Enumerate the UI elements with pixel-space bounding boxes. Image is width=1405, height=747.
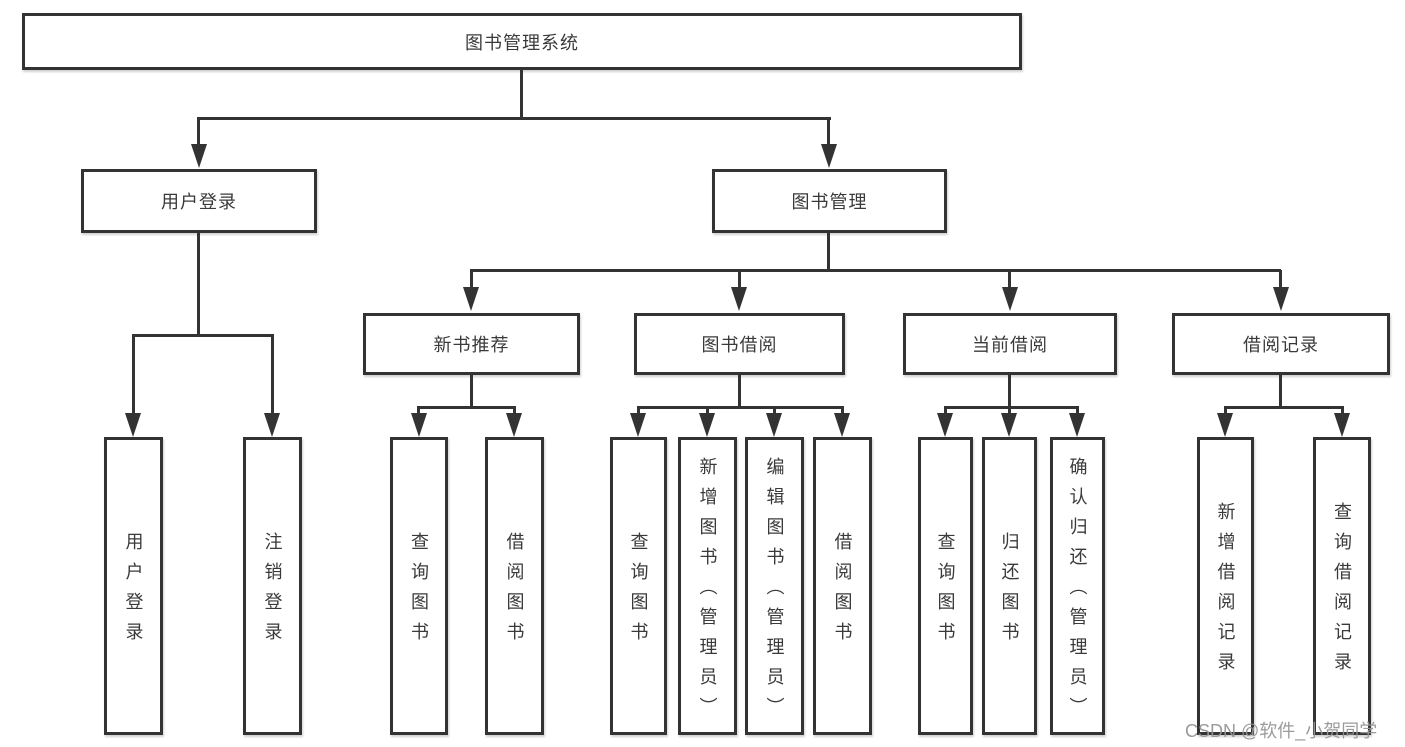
node-label: 用户登录 bbox=[161, 192, 237, 212]
leaf-borrow-books: 借阅图书 bbox=[813, 437, 872, 735]
arrow-down-icon bbox=[937, 413, 953, 437]
node-label: 查询图书 bbox=[628, 532, 649, 652]
csdn-watermark: CSDN @软件_小贺同学 bbox=[1185, 721, 1378, 741]
connector-drop bbox=[773, 407, 776, 417]
node-label: 借阅图书 bbox=[504, 532, 525, 652]
node-label: 图书管理系统 bbox=[465, 32, 579, 53]
connector-drop bbox=[1008, 270, 1011, 290]
arrow-down-icon bbox=[191, 144, 207, 168]
node-label: 当前借阅 bbox=[972, 335, 1048, 355]
arrow-down-icon bbox=[506, 413, 522, 437]
node-label: 图书管理 bbox=[791, 192, 868, 212]
arrow-down-icon bbox=[1217, 413, 1233, 437]
arrow-down-icon bbox=[125, 413, 141, 437]
connector-drop bbox=[1224, 407, 1227, 417]
connector-spread bbox=[1224, 406, 1344, 409]
leaf-query-books-recommend: 查询图书 bbox=[390, 437, 448, 735]
arrow-down-icon bbox=[264, 413, 280, 437]
leaf-add-books-admin: 新增图书（管理员） bbox=[678, 437, 737, 735]
arrow-down-icon bbox=[731, 287, 747, 311]
leaf-confirm-return-admin: 确认归还（管理员） bbox=[1050, 437, 1105, 735]
node-library-management-system: 图书管理系统 bbox=[22, 13, 1022, 70]
arrow-down-icon bbox=[821, 144, 837, 168]
connector-drop bbox=[1279, 270, 1282, 290]
node-user-login: 用户登录 bbox=[81, 169, 317, 233]
arrow-down-icon bbox=[411, 413, 427, 437]
connector-drop bbox=[1341, 407, 1344, 417]
connector-stem bbox=[738, 375, 741, 407]
leaf-query-borrow-record: 查询借阅记录 bbox=[1313, 437, 1371, 735]
node-label: 新书推荐 bbox=[433, 335, 510, 355]
arrow-down-icon bbox=[1334, 413, 1350, 437]
connector-root-spread bbox=[197, 117, 831, 120]
arrow-down-icon bbox=[1002, 287, 1018, 311]
node-label: 查询图书 bbox=[935, 532, 956, 652]
leaf-return-books: 归还图书 bbox=[982, 437, 1037, 735]
connector-spread bbox=[417, 406, 516, 409]
leaf-query-books-current: 查询图书 bbox=[918, 437, 973, 735]
connector-drop bbox=[827, 118, 830, 150]
node-label: 新增图书（管理员） bbox=[697, 457, 718, 727]
arrow-down-icon bbox=[630, 413, 646, 437]
node-label: 查询借阅记录 bbox=[1332, 502, 1352, 682]
node-label: 新增借阅记录 bbox=[1215, 502, 1236, 682]
node-label: 用户登录 bbox=[123, 532, 144, 652]
connector-root-stem bbox=[520, 70, 523, 118]
connector-spread bbox=[637, 406, 844, 409]
leaf-user-login: 用户登录 bbox=[104, 437, 163, 735]
arrow-down-icon bbox=[1069, 413, 1085, 437]
connector-stem bbox=[470, 375, 473, 407]
connector-drop bbox=[470, 270, 473, 290]
leaf-edit-books-admin: 编辑图书（管理员） bbox=[745, 437, 804, 735]
node-new-book-recommend: 新书推荐 bbox=[363, 313, 580, 375]
leaf-query-books-borrow: 查询图书 bbox=[610, 437, 667, 735]
arrow-down-icon bbox=[834, 413, 850, 437]
node-label: 编辑图书（管理员） bbox=[764, 457, 785, 727]
node-label: 图书借阅 bbox=[701, 335, 778, 355]
connector-drop bbox=[706, 407, 709, 417]
arrow-down-icon bbox=[1273, 287, 1289, 311]
connector-user-login-stem bbox=[197, 233, 200, 335]
arrow-down-icon bbox=[766, 413, 782, 437]
connector-drop bbox=[841, 407, 844, 417]
connector-drop bbox=[132, 335, 135, 413]
connector-drop bbox=[417, 407, 420, 417]
connector-drop bbox=[197, 118, 200, 150]
connector-drop bbox=[944, 407, 947, 417]
connector-drop bbox=[513, 407, 516, 417]
node-label: 注销登录 bbox=[262, 532, 283, 652]
connector-book-mgmt-spread bbox=[470, 269, 1281, 272]
arrow-down-icon bbox=[699, 413, 715, 437]
leaf-logout-login: 注销登录 bbox=[243, 437, 302, 735]
node-borrow-records: 借阅记录 bbox=[1172, 313, 1390, 375]
node-label: 确认归还（管理员） bbox=[1067, 457, 1088, 727]
node-book-borrow: 图书借阅 bbox=[634, 313, 845, 375]
connector-book-mgmt-stem bbox=[827, 233, 830, 271]
connector-drop bbox=[1008, 407, 1011, 417]
connector-drop bbox=[738, 270, 741, 290]
connector-drop bbox=[1076, 407, 1079, 417]
connector-stem bbox=[1279, 375, 1282, 407]
node-book-management: 图书管理 bbox=[712, 169, 947, 233]
node-label: 归还图书 bbox=[999, 532, 1020, 652]
connector-stem bbox=[1008, 375, 1011, 407]
arrow-down-icon bbox=[1001, 413, 1017, 437]
connector-drop bbox=[637, 407, 640, 417]
connector-drop bbox=[271, 335, 274, 413]
connector-user-login-spread bbox=[132, 334, 274, 337]
node-current-borrow: 当前借阅 bbox=[903, 313, 1117, 375]
arrow-down-icon bbox=[463, 287, 479, 311]
node-label: 借阅图书 bbox=[832, 532, 853, 652]
connector-spread bbox=[944, 406, 1079, 409]
node-label: 查询图书 bbox=[409, 532, 429, 652]
node-label: 借阅记录 bbox=[1243, 335, 1319, 355]
leaf-add-borrow-record: 新增借阅记录 bbox=[1197, 437, 1254, 735]
leaf-borrow-books-recommend: 借阅图书 bbox=[485, 437, 544, 735]
